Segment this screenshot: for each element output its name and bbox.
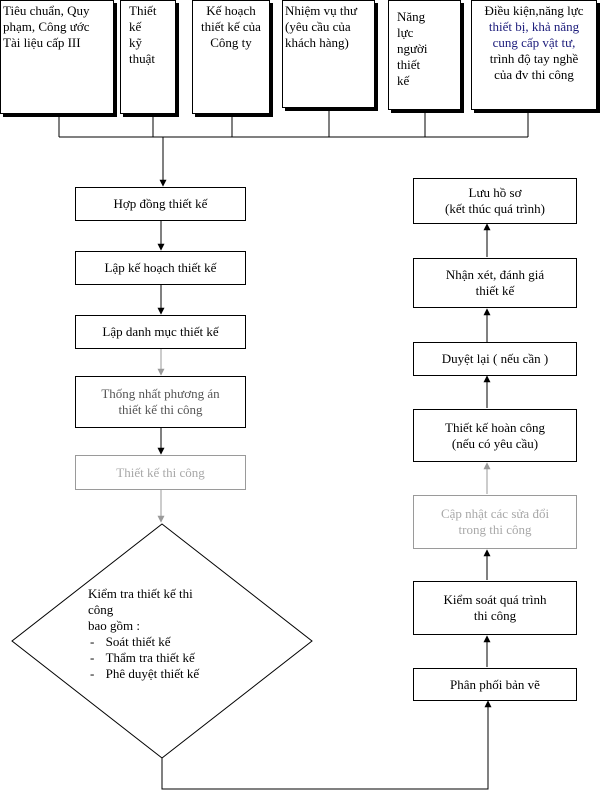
step-agree-plan-line: thiết kế thi công [118,402,203,417]
input-contractor-conditions-line: Điều kiện,năng lực [484,3,584,18]
step-construction-control-line: Kiểm soát quá trình [443,592,547,607]
input-designer-capacity-line: thiết [397,57,421,72]
step-design-planning-label: Lập kế hoạch thiết kế [104,260,217,275]
check-title-line: công [88,602,114,617]
step-review-label: Duyệt lại ( nếu cần ) [441,351,549,366]
input-designer-capacity-line: người [397,41,428,56]
step-as-built: Thiết kế hoàn công (nếu có yêu cầu) [413,409,577,462]
step-design-catalog: Lập danh mục thiết kế [75,315,246,349]
step-archive-line: (kết thúc quá trình) [445,201,545,216]
step-construction-design: Thiết kế thi công [75,455,246,490]
input-technical-design-line: Thiết [129,3,157,18]
step-agree-plan: Thống nhất phương án thiết kế thi công [75,376,246,428]
input-designer-capacity-line: Năng [397,9,426,24]
input-technical-design-line: kỹ [129,35,142,50]
input-company-plan-line: thiết kế của [201,19,261,34]
input-standards-line: Tài liệu cấp III [3,35,81,50]
step-agree-plan-line: Thống nhất phương án [101,386,220,401]
input-client-brief-line: Nhiệm vụ thư [285,3,358,18]
step-evaluate-line: Nhận xét, đánh giá [445,267,545,282]
input-designer-capacity-line: lực [397,25,414,40]
step-evaluate: Nhận xét, đánh giá thiết kế [413,258,577,308]
step-update-changes: Cập nhật các sửa đổi trong thi công [413,495,577,549]
check-items: Soát thiết kế Thẩm tra thiết kế Phê duyệ… [88,634,258,682]
step-design-contract-label: Hợp đồng thiết kế [113,196,208,211]
input-contractor-conditions-line: thiết bị, khả năng [488,19,580,34]
step-construction-control: Kiểm soát quá trình thi công [413,581,577,635]
step-distribute-drawings: Phân phối bản vẽ [413,668,577,701]
check-diamond-text: Kiểm tra thiết kế thi công bao gồm : Soá… [88,586,258,682]
input-technical-design-line: kế [129,19,142,34]
step-design-planning: Lập kế hoạch thiết kế [75,251,246,285]
input-client-brief-line: (yêu cầu của [285,19,351,34]
input-designer-capacity-line: kế [397,73,410,88]
step-construction-design-label: Thiết kế thi công [116,464,205,480]
input-contractor-conditions-line: của đv thi công [494,67,574,82]
input-contractor-conditions-line: cung cấp vật tư, [492,35,576,50]
step-review: Duyệt lại ( nếu cần ) [413,342,577,376]
check-item: Thẩm tra thiết kế [88,650,258,666]
input-company-plan-line: Kế hoạch [206,3,256,18]
input-technical-design-line: thuật [129,51,155,66]
step-construction-control-line: thi công [473,608,517,623]
step-as-built-line: (nếu có yêu cầu) [451,435,539,451]
step-update-changes-line: trong thi công [458,522,532,537]
input-contractor-conditions: Điều kiện,năng lực thiết bị, khả năng cu… [471,0,597,110]
step-distribute-drawings-label: Phân phối bản vẽ [450,676,540,692]
check-title-line: Kiểm tra thiết kế thi [88,586,193,601]
step-evaluate-line: thiết kế [475,283,515,298]
input-technical-design: Thiết kế kỹ thuật [120,0,176,114]
step-archive: Lưu hồ sơ (kết thúc quá trình) [413,178,577,224]
input-client-brief: Nhiệm vụ thư (yêu cầu của khách hàng) [282,0,375,108]
input-company-plan-line: Công ty [210,35,252,50]
input-standards-line: Tiêu chuẩn, Quy [3,3,90,18]
route-check-distribute [161,700,492,790]
check-includes: bao gồm : [88,618,140,633]
step-design-catalog-label: Lập danh mục thiết kế [102,324,219,339]
input-client-brief-line: khách hàng) [285,35,349,50]
input-standards: Tiêu chuẩn, Quy phạm, Công ước Tài liệu … [0,0,114,114]
input-standards-line: phạm, Công ước [3,19,90,34]
check-item: Phê duyệt thiết kế [88,666,258,682]
step-archive-line: Lưu hồ sơ [468,185,522,200]
step-update-changes-line: Cập nhật các sửa đổi [440,506,550,521]
step-as-built-line: Thiết kế hoàn công [445,419,545,435]
input-contractor-conditions-line: trình độ tay nghề [489,51,579,66]
input-designer-capacity: Năng lực người thiết kế [388,0,461,110]
input-company-plan: Kế hoạch thiết kế của Công ty [192,0,270,114]
check-item: Soát thiết kế [88,634,258,650]
step-design-contract: Hợp đồng thiết kế [75,187,246,221]
